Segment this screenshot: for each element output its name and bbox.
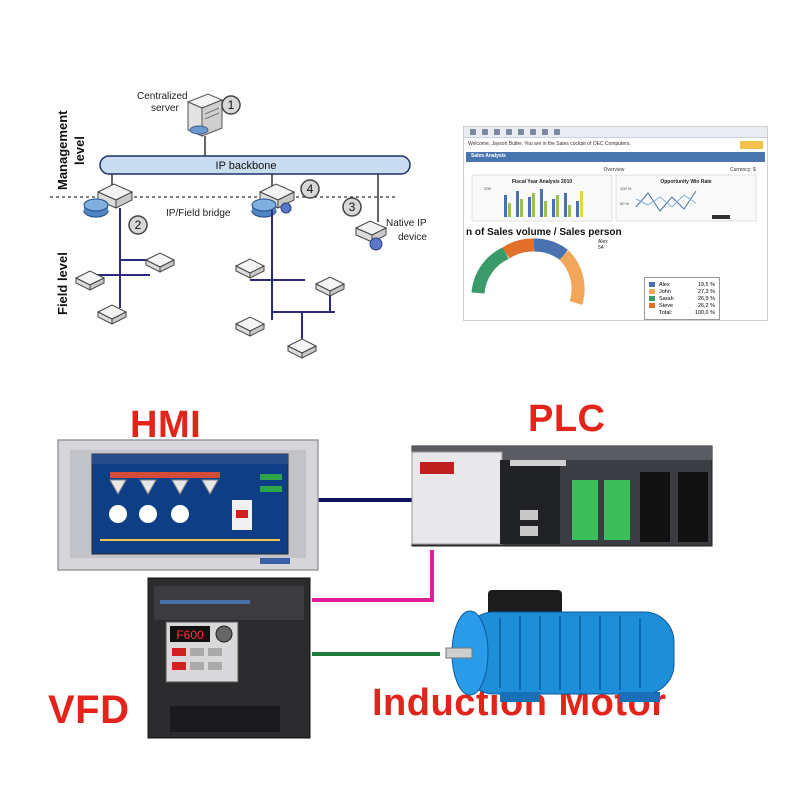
chart2-line-1: [635, 190, 697, 212]
legend-swatch: [649, 289, 655, 294]
server-label: Centralized: [137, 91, 188, 102]
svg-text:4: 4: [307, 182, 314, 196]
legend-name: Alex: [659, 281, 670, 288]
native-ip-label-2: device: [398, 232, 427, 243]
link-plc-vfd: [312, 550, 434, 602]
legend-row: Alex 19,5 %: [649, 281, 715, 288]
svg-text:3: 3: [349, 200, 356, 214]
donut-callout-value: 54: [598, 245, 604, 251]
marker-4: 4: [300, 179, 320, 199]
legend-swatch: [649, 296, 655, 301]
legend-name: John: [659, 288, 671, 295]
chart2-ytick-1: 100 %: [620, 186, 632, 191]
legend-row: Steve 26,2 %: [649, 302, 715, 309]
bridge-label: IP/Field bridge: [166, 208, 231, 219]
currency-label: Currency: $: [730, 167, 756, 173]
chart2-ytick-2: 50 %: [620, 201, 630, 206]
plc-label: PLC: [528, 398, 606, 440]
vfd-label: VFD: [48, 688, 130, 732]
marker-1: 1: [221, 95, 241, 115]
hmi-process-graphic: [100, 472, 282, 541]
native-ip-device-icon: [354, 220, 388, 251]
backbone-label: IP backbone: [216, 160, 277, 172]
donut-callout-name: Alex: [598, 239, 608, 245]
toolbar-icon: [554, 129, 560, 135]
legend-name: Sarah: [659, 295, 674, 302]
donut-title: n of Sales volume / Sales person: [466, 227, 622, 238]
legend-row: Sarah 26,9 %: [649, 295, 715, 302]
legend-pct: 19,5 %: [697, 281, 715, 288]
network-diagram: Management level Field level Centralized…: [50, 91, 427, 359]
marker-2: 2: [128, 215, 148, 235]
hmi-label: HMI: [130, 404, 202, 446]
toolbar-icon: [506, 129, 512, 135]
automation-diagram: F600: [57, 439, 713, 739]
legend-pct: 26,9 %: [697, 295, 715, 302]
dashboard-toolbar: [464, 127, 767, 138]
chart1-ytick: 20K: [484, 186, 491, 191]
field-bus-2: [250, 210, 335, 342]
level-management-label: Management: [55, 110, 70, 190]
toolbar-icon: [482, 129, 488, 135]
toolbar-icon: [542, 129, 548, 135]
legend-total-label: Total:: [659, 309, 673, 316]
induction-motor: [445, 590, 675, 702]
bridge-device-icon: [96, 183, 134, 209]
vfd-drive: F600: [147, 577, 311, 739]
toolbar-icon: [494, 129, 500, 135]
chart2-line-2: [635, 194, 697, 208]
marker-3: 3: [342, 197, 362, 217]
native-ip-label: Native IP: [386, 218, 427, 229]
dashboard-action-button: [739, 141, 763, 149]
svg-text:2: 2: [135, 218, 142, 232]
vfd-display-text: F600: [176, 628, 204, 642]
dashboard-welcome-bar: Welcome, Jayson Butler. You are in the S…: [464, 138, 767, 152]
overview-label: Overview: [604, 167, 625, 173]
legend-row: John 27,3 %: [649, 288, 715, 295]
legend-pct: 26,2 %: [697, 302, 715, 309]
legend-total-row: Total: 100,0 %: [649, 309, 715, 316]
field-device-icon-2: [234, 258, 346, 359]
dashboard-charts: Overview Currency: $ Fiscal Year Analysi…: [464, 167, 767, 320]
toolbar-icon: [470, 129, 476, 135]
donut-legend: Alex 19,5 % John 27,3 % Sarah 26,9 % Steve 2…: [644, 277, 720, 320]
toolbar-icon: [530, 129, 536, 135]
toolbar-icon: [518, 129, 524, 135]
server-label-2: server: [151, 103, 179, 114]
legend-total-value: 100,0 %: [694, 309, 715, 316]
router-icon: [83, 198, 109, 218]
sales-analysis-header: Sales Analysis: [466, 152, 765, 162]
welcome-text: Welcome, Jayson Butler. You are in the S…: [468, 141, 631, 147]
chart1-title: Fiscal Year Analysis 2010: [512, 179, 573, 185]
legend-name: Steve: [659, 302, 674, 309]
ip-backbone: [99, 155, 411, 175]
field-device-icon: [74, 252, 176, 325]
chart2-title: Opportunity Win Rate: [660, 179, 712, 185]
legend-swatch-empty: [649, 310, 655, 315]
router-icon-2: [251, 198, 277, 218]
level-management-label-2: level: [72, 136, 87, 165]
legend-swatch: [649, 303, 655, 308]
level-field-label: Field level: [55, 252, 70, 315]
legend-swatch: [649, 282, 655, 287]
hmi-panel: [57, 439, 319, 571]
server-icon: [186, 93, 224, 137]
donut-chart: [471, 238, 585, 305]
chart1-bars: [504, 189, 583, 217]
svg-text:1: 1: [228, 98, 235, 112]
sales-dashboard-screenshot: Welcome, Jayson Butler. You are in the S…: [463, 126, 768, 321]
plc-unit: [411, 445, 713, 547]
legend-pct: 27,3 %: [697, 288, 715, 295]
